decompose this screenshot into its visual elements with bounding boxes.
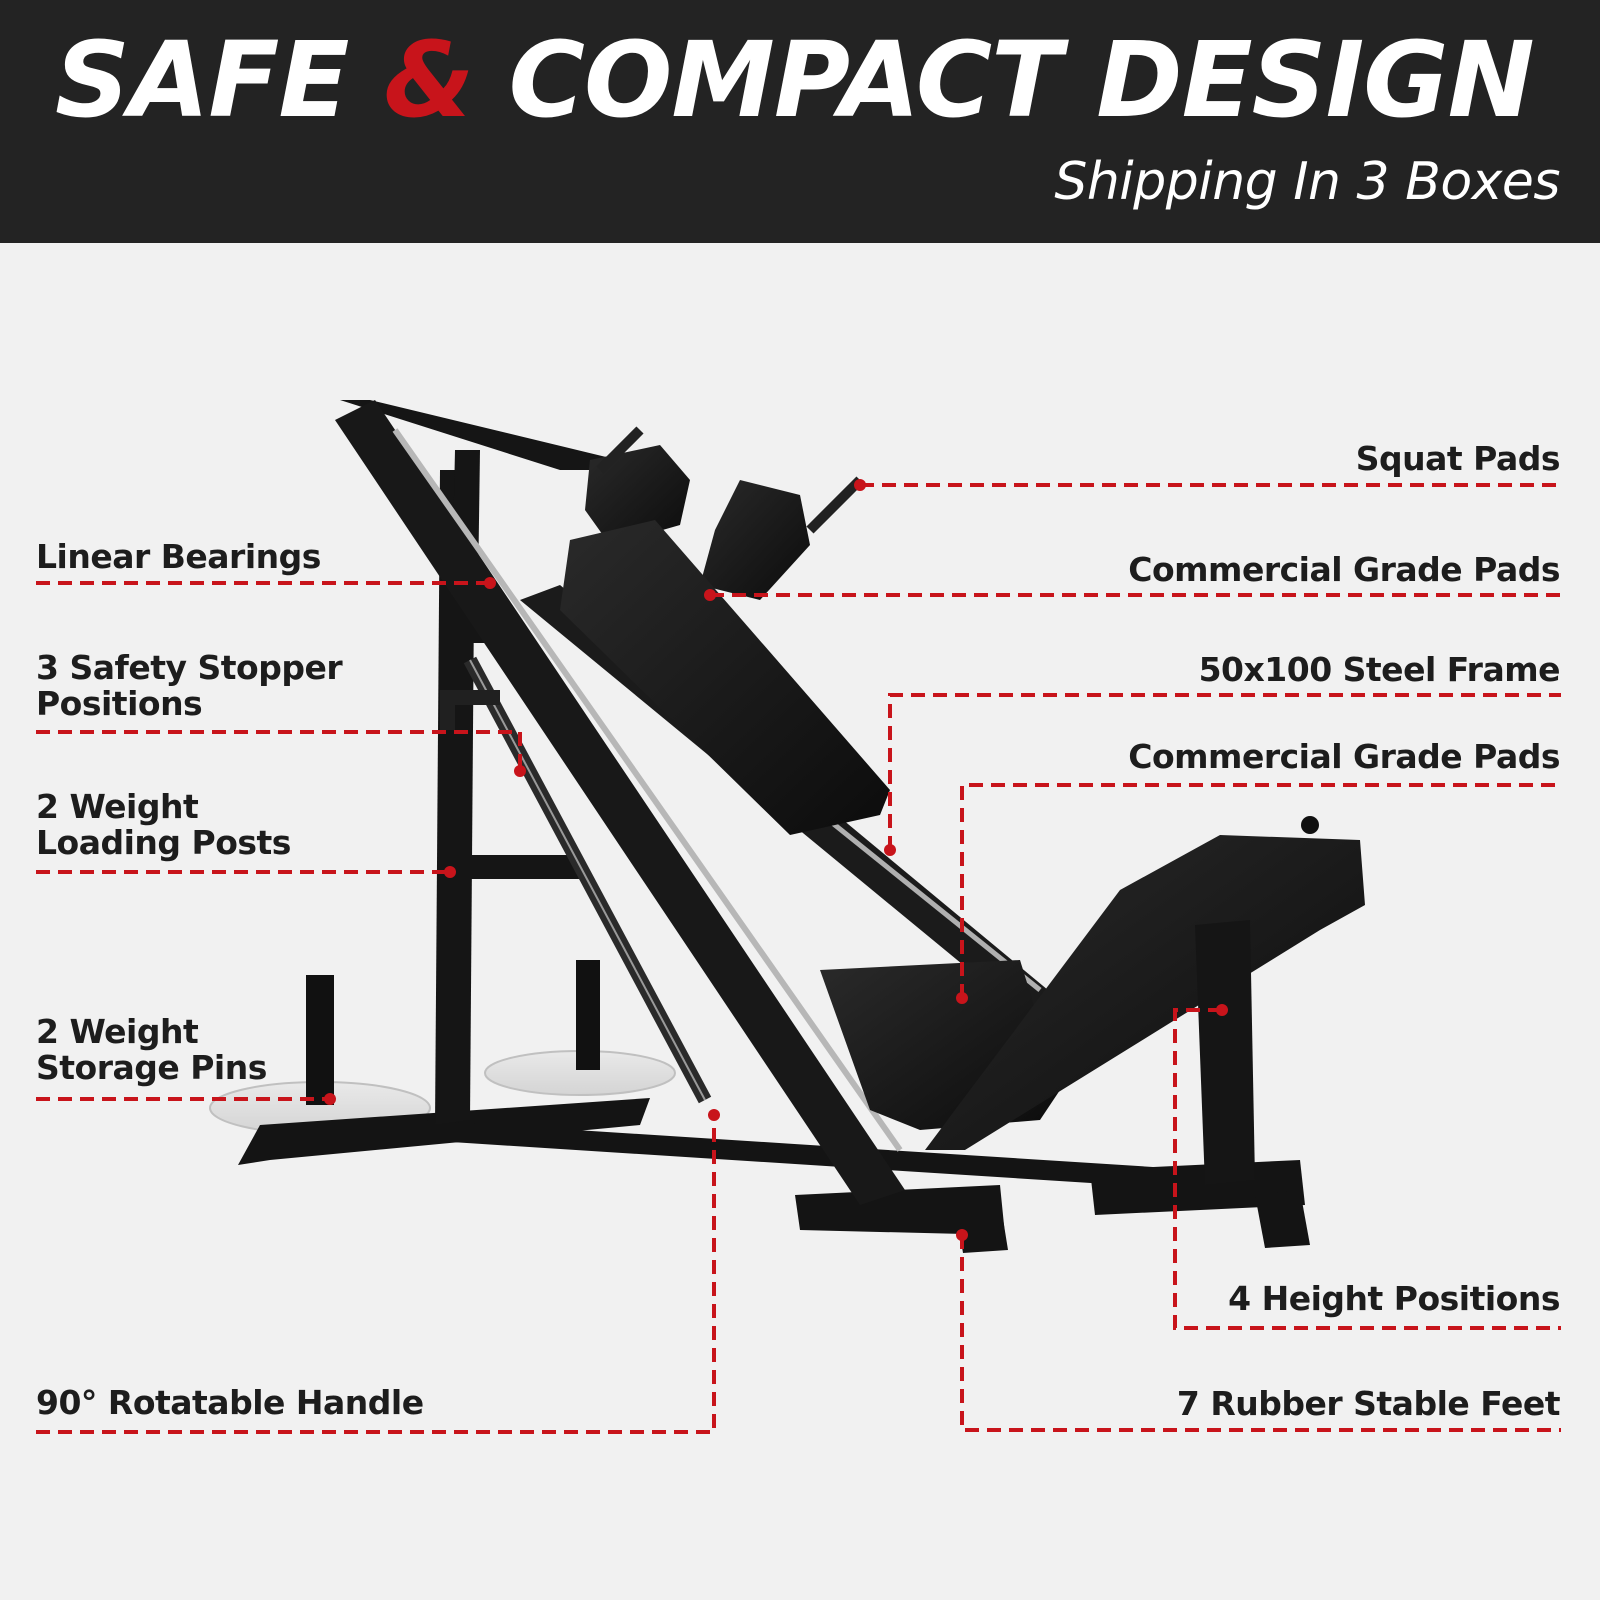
title-compact-design: COMPACT DESIGN [508, 19, 1535, 141]
page-subtitle: Shipping In 3 Boxes [1054, 152, 1560, 212]
back-pad-shape [560, 520, 890, 835]
footplate-shape [925, 816, 1365, 1185]
callout-squat-pads: Squat Pads [1355, 439, 1561, 478]
title-safe: SAFE [55, 19, 349, 141]
squat-pads-shape [585, 426, 864, 600]
leader-lines [36, 483, 1561, 1434]
callout-linear-bearings: Linear Bearings [36, 537, 321, 576]
storage-pins [306, 960, 600, 1105]
callout-height-positions: 4 Height Positions [1228, 1279, 1560, 1318]
callout-steel-frame: 50x100 Steel Frame [1198, 650, 1561, 689]
callout-weight-loading-posts: 2 Weight Loading Posts [36, 787, 291, 862]
header-banner: SAFE & COMPACT DESIGN Shipping In 3 Boxe… [0, 0, 1600, 243]
base-frame [238, 1098, 1310, 1253]
callout-safety-stopper: 3 Safety Stopper Positions [36, 648, 343, 723]
page-title: SAFE & COMPACT DESIGN [55, 28, 1575, 132]
callout-weight-storage-pins: 2 Weight Storage Pins [36, 1012, 267, 1087]
callout-commercial-grade-pads-2: Commercial Grade Pads [1128, 737, 1560, 776]
title-ampersand: & [383, 19, 475, 141]
callout-rotatable-handle: 90° Rotatable Handle [36, 1383, 424, 1422]
callout-rubber-feet: 7 Rubber Stable Feet [1176, 1384, 1561, 1423]
callout-commercial-grade-pads-1: Commercial Grade Pads [1128, 550, 1560, 589]
